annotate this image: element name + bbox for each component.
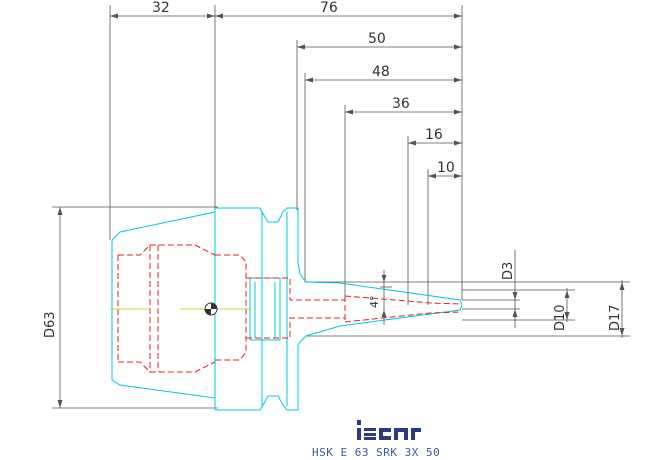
dim-d63: D63 [43,311,58,338]
center-marker [204,302,218,316]
tool-designation: HSK E 63 SRK 3X 50 [312,446,440,459]
dim-16: 16 [425,127,443,143]
dimension-arrows [57,13,625,408]
dim-d17: D17 [608,304,623,331]
iscar-logo [357,420,421,440]
dim-d3: D3 [501,262,516,280]
dim-48: 48 [372,64,390,80]
dim-36: 36 [392,96,410,112]
dim-10: 10 [437,160,455,176]
dimension-lines [52,5,630,409]
hidden-lines [117,244,463,373]
dim-76: 76 [320,0,338,16]
tool-outline [111,207,463,411]
dim-50: 50 [368,31,386,47]
dim-32: 32 [152,0,170,16]
dim-d10: D10 [553,304,568,331]
dim-taper-angle: 4° [368,296,381,309]
